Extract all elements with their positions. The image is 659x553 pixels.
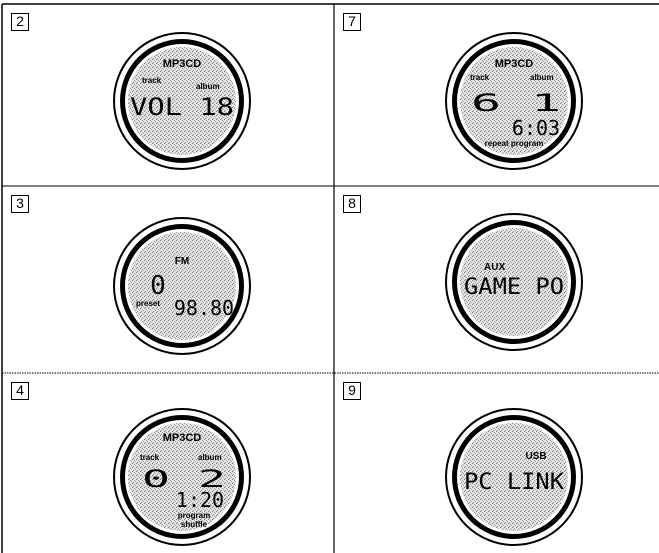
- step-number: 3: [11, 195, 29, 213]
- panel-step-9: 9 USB PC LINK: [334, 373, 659, 553]
- sub-readout: 6:03: [512, 116, 560, 140]
- album-label: album: [198, 453, 222, 462]
- program-label: program: [178, 511, 210, 520]
- track-label: track: [140, 453, 160, 462]
- main-readout: GAME PO: [464, 275, 564, 300]
- album-label: album: [196, 82, 220, 91]
- source-label: MP3CD: [163, 58, 202, 70]
- sub-readout: 1:20: [176, 488, 224, 512]
- track-label: track: [142, 76, 162, 85]
- track-label: track: [470, 73, 490, 82]
- step-number: 8: [343, 195, 361, 213]
- main-readout: 6 1: [471, 89, 561, 117]
- step-number: 4: [11, 382, 29, 400]
- lcd-display: USB PC LINK: [444, 407, 584, 547]
- panel-step-4: 4 MP3CD track album 0 2 1:20 program shu…: [2, 373, 334, 553]
- sub-readout: 98.80: [174, 296, 234, 320]
- main-readout: PC LINK: [464, 470, 565, 495]
- main-readout: VOL 18: [130, 93, 234, 121]
- lcd-display: AUX GAME PO: [444, 212, 584, 352]
- panel-step-2: 2 MP3CD track album VOL 18: [2, 4, 334, 186]
- lcd-display: MP3CD track album 6 1 6:03 repeat progra…: [444, 31, 584, 171]
- panel-step-8: 8 AUX GAME PO: [334, 186, 659, 373]
- step-number: 7: [343, 13, 361, 31]
- lcd-display: MP3CD track album VOL 18: [112, 31, 252, 171]
- step-number: 2: [11, 13, 29, 31]
- source-label: AUX: [484, 262, 505, 273]
- source-label: MP3CD: [495, 58, 534, 70]
- source-label: USB: [525, 451, 546, 462]
- main-readout: 0: [150, 271, 166, 301]
- lcd-display: MP3CD track album 0 2 1:20 program shuff…: [112, 407, 252, 547]
- album-label: album: [530, 73, 554, 82]
- preset-label: preset: [136, 299, 160, 308]
- source-label: FM: [175, 256, 189, 267]
- step-number: 9: [343, 382, 361, 400]
- panel-step-7: 7 MP3CD track album 6 1 6:03 repeat prog…: [334, 4, 659, 186]
- panel-step-3: 3 FM 0 preset 98.80: [2, 186, 334, 373]
- source-label: MP3CD: [163, 432, 202, 444]
- lcd-display: FM 0 preset 98.80: [112, 216, 252, 356]
- mode-label: repeat program: [485, 139, 544, 148]
- shuffle-label: shuffle: [181, 520, 208, 529]
